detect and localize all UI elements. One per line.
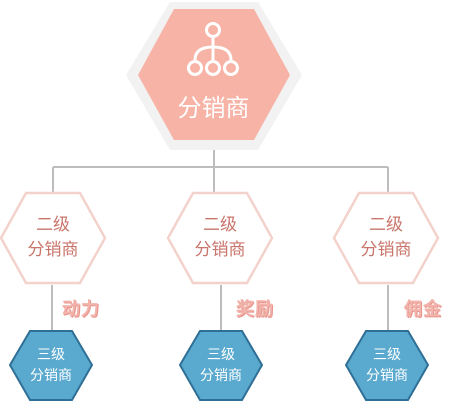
level3-node bbox=[344, 330, 430, 401]
level2-line1: 二级 bbox=[203, 215, 237, 235]
level3-line2: 分销商 bbox=[366, 368, 408, 384]
level2-node bbox=[166, 191, 274, 285]
level2-line2: 分销商 bbox=[360, 240, 412, 260]
level2-line2: 分销商 bbox=[27, 240, 79, 260]
level2-line2: 分销商 bbox=[194, 240, 246, 260]
level3-line2: 分销商 bbox=[200, 368, 242, 384]
reward-label-1: 动力 bbox=[62, 299, 100, 320]
reward-label-2: 奖励 bbox=[236, 299, 274, 320]
level3-node-label-2: 三级 分销商 bbox=[178, 345, 264, 387]
level3-node-label-3: 三级 分销商 bbox=[344, 345, 430, 387]
root-node-label: 分销商 bbox=[177, 94, 250, 122]
level2-node bbox=[332, 191, 440, 285]
level3-node bbox=[178, 330, 264, 401]
network-icon bbox=[187, 22, 239, 76]
level2-node-label-2: 二级 分销商 bbox=[167, 213, 273, 263]
level3-line2: 分销商 bbox=[30, 368, 72, 384]
level2-node-label-1: 二级 分销商 bbox=[0, 213, 106, 263]
level3-node-label-1: 三级 分销商 bbox=[8, 345, 94, 387]
connector-lines bbox=[51, 150, 389, 330]
level2-line1: 二级 bbox=[369, 215, 403, 235]
level3-line1: 三级 bbox=[37, 347, 65, 363]
level3-node bbox=[8, 330, 94, 401]
level3-line1: 三级 bbox=[207, 347, 235, 363]
reward-label-3: 佣金 bbox=[404, 299, 442, 320]
level2-node bbox=[0, 191, 107, 285]
level2-node-label-3: 二级 分销商 bbox=[333, 213, 439, 263]
level3-line1: 三级 bbox=[373, 347, 401, 363]
level2-line1: 二级 bbox=[36, 215, 70, 235]
